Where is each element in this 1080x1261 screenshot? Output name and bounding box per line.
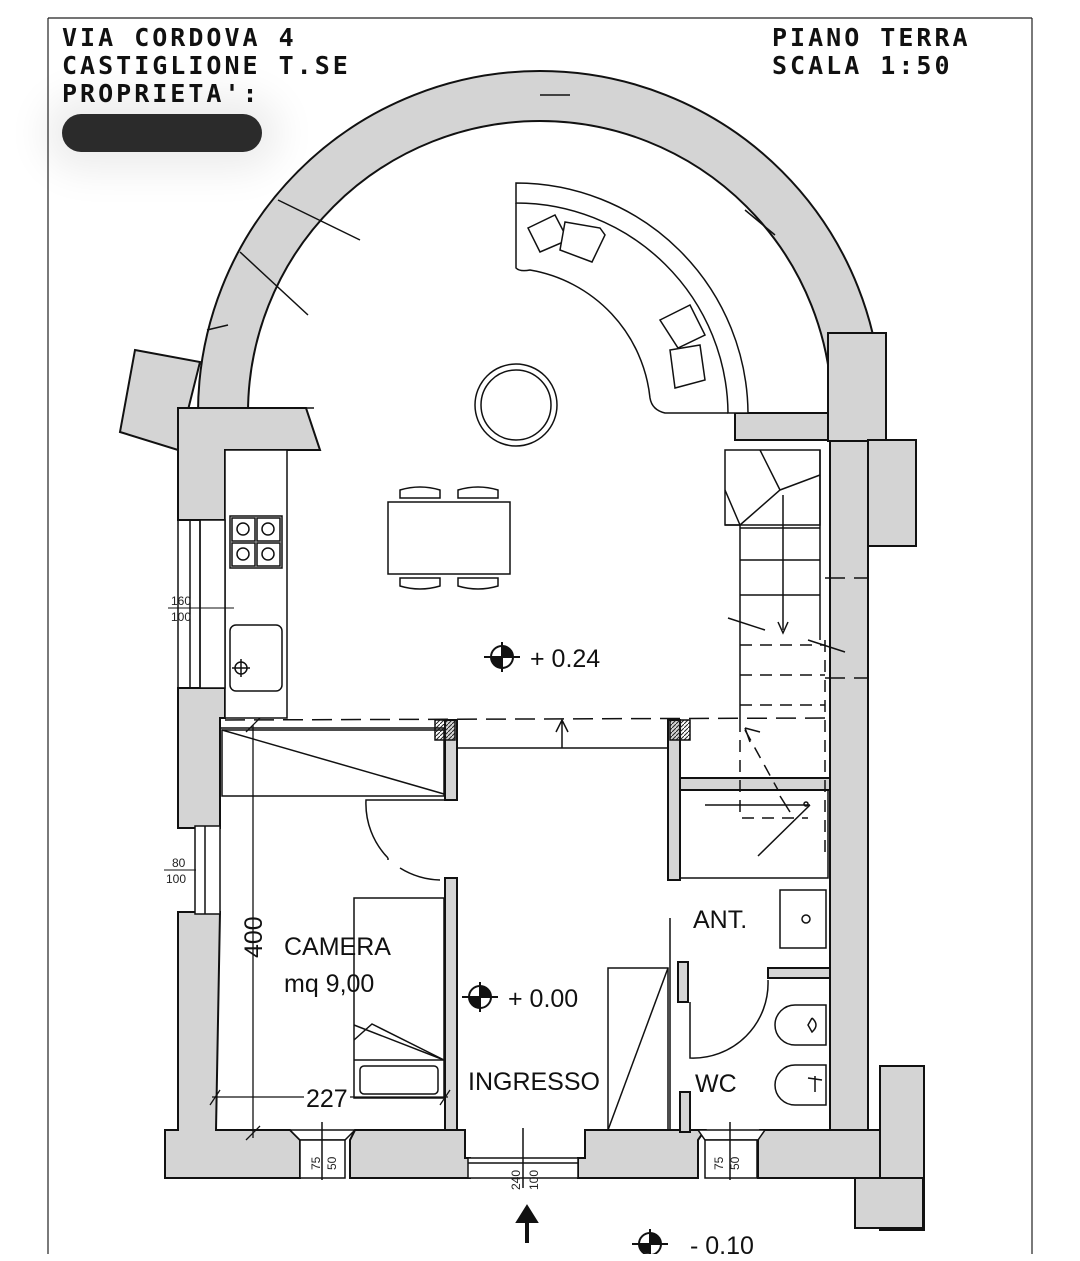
floor-label: PIANO TERRA: [772, 23, 971, 52]
dim-camera-window-top: 80: [172, 856, 186, 870]
dim-door-height: 100: [527, 1169, 541, 1190]
stove-icon: [229, 515, 283, 569]
dim-window-left-a: 75: [309, 1156, 323, 1170]
bottom-windows: [288, 1122, 767, 1180]
left-outer-wall: [177, 687, 226, 829]
staircase: [724, 449, 846, 720]
round-table-icon: [474, 363, 558, 447]
left-lower-wall: [164, 911, 301, 1179]
partition-ant-wc: [767, 967, 831, 979]
partition-stair-bottom: [679, 777, 831, 791]
bottom-wall-right: [757, 1129, 881, 1179]
level-label-outside: - 0.10: [690, 1232, 754, 1260]
dining-table-icon: [387, 486, 511, 590]
dashed-lines: [178, 407, 868, 721]
sink-icon: [229, 624, 283, 692]
bottom-wall-camera: [349, 1129, 471, 1179]
dim-kitchen-window-top: 160: [171, 594, 192, 608]
camera-features: [220, 727, 445, 1099]
kitchen-counter: [199, 449, 288, 719]
redacted-owner-name: [62, 114, 262, 152]
dimension-camera-width: 227: [304, 1085, 350, 1114]
storage-under-stair: [679, 789, 829, 879]
room-area-camera: mq 9,00: [284, 970, 375, 998]
partition-wc-left: [677, 961, 689, 1003]
dim-kitchen-window-bottom: 100: [171, 610, 192, 624]
address-line-2: CASTIGLIONE T.SE: [62, 51, 351, 80]
partition-ingresso-stair: [667, 719, 681, 881]
sheet-border: [47, 17, 1033, 1254]
walls: [118, 70, 925, 1231]
ingresso-features: [457, 718, 671, 1188]
dim-window-right-b: 50: [728, 1156, 742, 1170]
curved-sofa-icon: [515, 182, 749, 414]
entry-arrow-icon: [515, 1204, 539, 1243]
partition-wc-lower: [679, 1091, 691, 1133]
kitchen-window: [177, 519, 201, 689]
level-label-entrance: + 0.00: [508, 985, 579, 1013]
right-pier-upper: [827, 332, 887, 442]
level-label-living: + 0.24: [530, 645, 601, 673]
owner-label: PROPRIETA':: [62, 79, 261, 108]
level-marker-entrance: [462, 982, 498, 1012]
bottom-wall-ingresso-wc: [577, 1129, 707, 1179]
address-line-1: VIA CORDOVA 4: [62, 23, 297, 52]
dimension-camera-length: 400: [240, 916, 268, 958]
dim-camera-window-bottom: 100: [166, 872, 187, 886]
right-bottom-block: [854, 1177, 924, 1229]
stair-arrow-icon: [744, 727, 761, 743]
room-label-wc: WC: [695, 1070, 737, 1098]
bidet-icon: [774, 1064, 827, 1106]
wc-fixtures: [689, 889, 827, 1106]
right-pier-mid: [867, 439, 917, 547]
toilet-icon: [774, 1004, 827, 1046]
room-label-antibagno: ANT.: [693, 906, 748, 934]
apse-window-ticks: [206, 94, 776, 331]
partition-camera-ingresso-lower: [444, 877, 458, 1131]
camera-window: [194, 825, 221, 915]
level-marker-outside: [632, 1229, 668, 1254]
room-label-camera: CAMERA: [284, 933, 391, 961]
stair-below-dashed: [739, 640, 826, 860]
level-marker-living: [484, 642, 520, 672]
dim-window-right-a: 75: [712, 1156, 726, 1170]
dim-window-left-b: 50: [325, 1156, 339, 1170]
room-label-ingresso: INGRESSO: [468, 1068, 600, 1096]
column-right: [669, 719, 691, 741]
window-dim-lines: [164, 607, 234, 871]
scale-label: SCALA 1:50: [772, 51, 953, 80]
dim-door-width: 240: [509, 1169, 523, 1190]
